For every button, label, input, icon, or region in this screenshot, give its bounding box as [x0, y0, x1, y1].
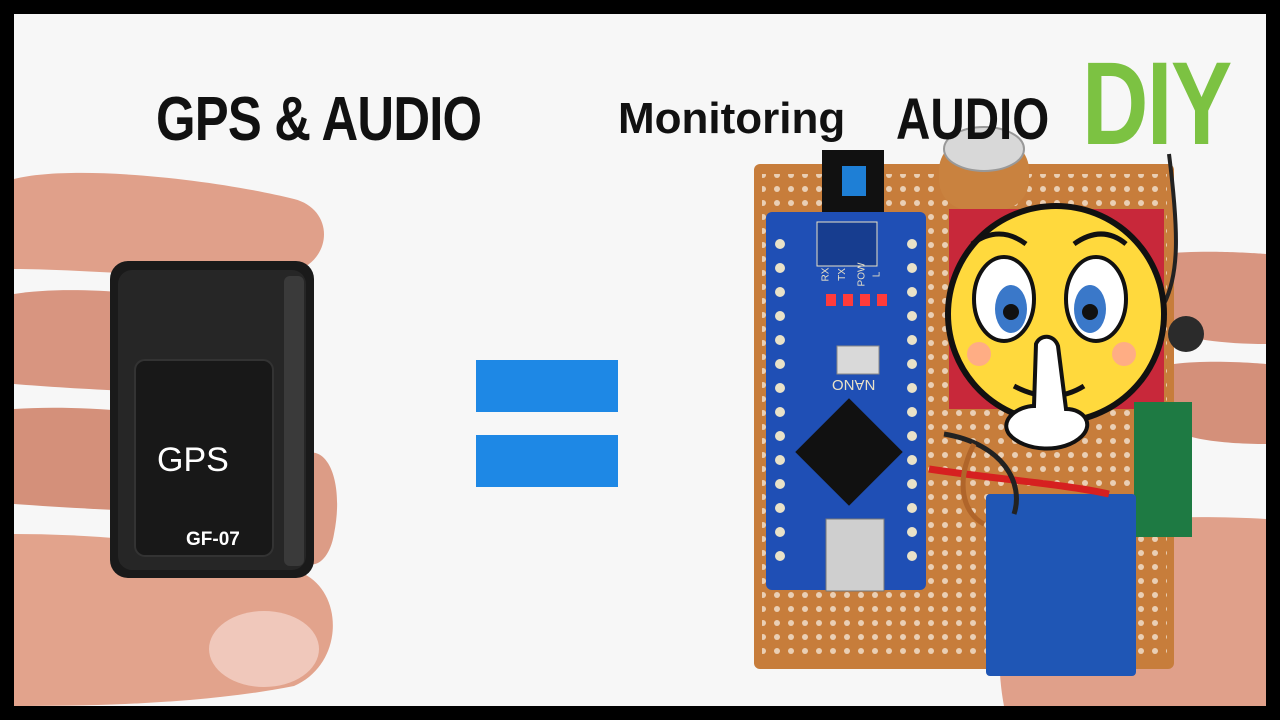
nano-label: NANO: [832, 376, 876, 393]
device-model: GF-07: [186, 529, 240, 550]
arduino-nano: [766, 212, 926, 592]
title-monitoring: Monitoring: [618, 94, 846, 143]
microphone: [1168, 316, 1204, 352]
title-audio: AUDIO: [896, 87, 1050, 152]
title-diy: DIY: [1082, 38, 1232, 170]
charger-module: [986, 494, 1136, 676]
led-label-pow: POW: [856, 262, 868, 287]
shush-emoji: [945, 203, 1167, 451]
transmitter-module: [1134, 402, 1192, 537]
push-button: [822, 150, 884, 220]
title-gps-audio: GPS & AUDIO: [156, 85, 482, 154]
led-label-l: L: [871, 271, 883, 278]
scene-art: [14, 126, 1266, 706]
thumbnail-frame: GPS & AUDIO Monitoring AUDIO DIY GPS GF-…: [14, 14, 1266, 706]
capacitor: [939, 126, 1029, 210]
led-label-tx: TX: [836, 268, 848, 281]
equals-bottom-bar: [476, 435, 618, 487]
device-label: GPS: [157, 441, 229, 479]
equals-top-bar: [476, 360, 618, 412]
gps-tracker: [110, 261, 314, 578]
led-label-rx: RX: [820, 267, 832, 282]
